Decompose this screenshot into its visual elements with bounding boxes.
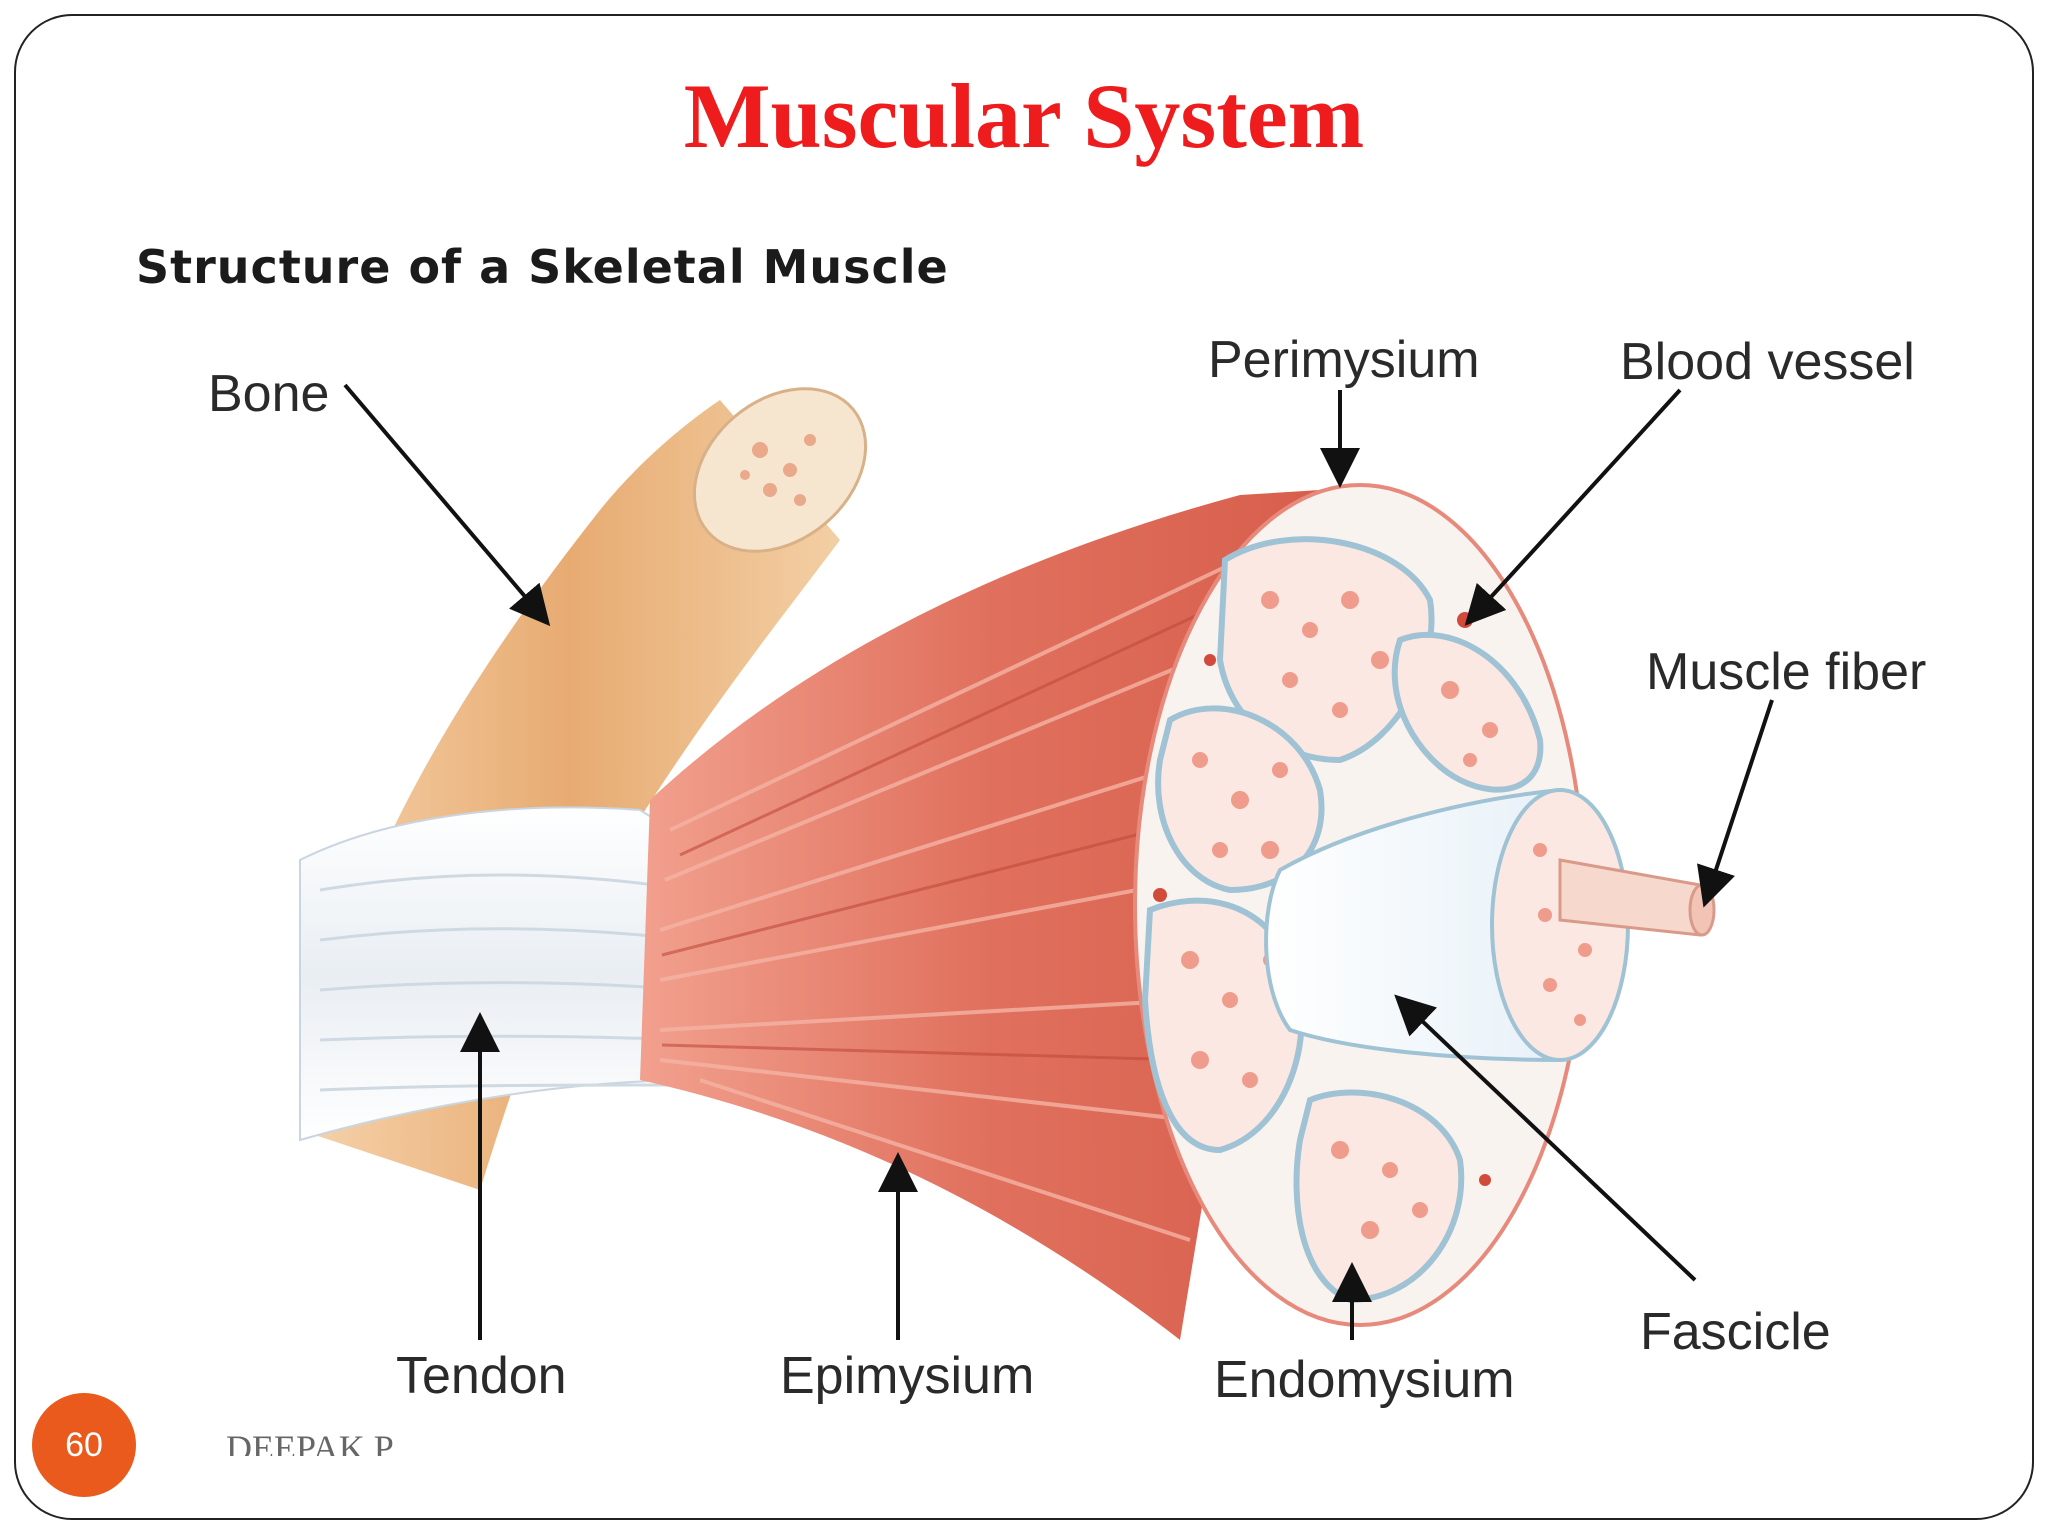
figure-title: Structure of a Skeletal Muscle (136, 240, 949, 294)
footer-author: DEEPAK.P (226, 1428, 394, 1456)
label-epimysium: Epimysium (780, 1347, 1035, 1405)
label-perimysium: Perimysium (1208, 331, 1480, 389)
fascicle-pointer (1394, 994, 1697, 1282)
muscle-cross-section (1133, 483, 1716, 1327)
label-bone: Bone (208, 365, 330, 423)
muscle-fiber-pointer (1697, 699, 1774, 908)
label-muscle-fiber: Muscle fiber (1646, 643, 1927, 701)
label-fascicle: Fascicle (1640, 1303, 1831, 1361)
slide-title: Muscular System (683, 65, 1365, 167)
page-number-badge: 60 (32, 1393, 136, 1497)
label-tendon: Tendon (396, 1347, 567, 1405)
bone-pointer (343, 383, 551, 627)
blood-vessel-pointer (1464, 388, 1682, 626)
label-blood-vessel: Blood vessel (1620, 333, 1915, 391)
tendon-shape (299, 806, 722, 1142)
label-endomysium: Endomysium (1214, 1351, 1515, 1409)
muscle-belly-shape (640, 490, 1320, 1340)
